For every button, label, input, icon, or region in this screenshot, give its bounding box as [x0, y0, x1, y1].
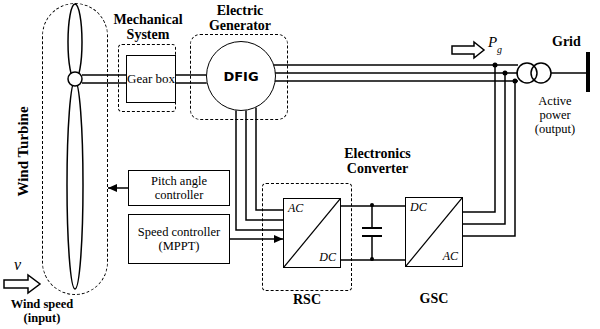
port-label: AC: [288, 202, 303, 215]
box-label: DFIG: [223, 69, 258, 84]
connector-line: [246, 111, 283, 220]
box-label: Speed controller (MPPT): [129, 225, 229, 253]
stator-wire: [274, 64, 518, 66]
port-label: DC: [410, 201, 427, 214]
output-label: Active power (output): [523, 94, 587, 136]
connector: [108, 75, 126, 83]
stator-wire: [274, 80, 518, 82]
junction-dot: [493, 63, 498, 68]
box-label: Gear box: [127, 72, 175, 86]
port-label: AC: [443, 250, 458, 263]
connector-line: [341, 205, 405, 207]
connector-line: [176, 82, 207, 84]
converter-box: AC DC: [283, 198, 341, 268]
signal-name: P: [488, 34, 497, 50]
region-heading: RSC: [263, 292, 351, 308]
junction-dot: [503, 71, 508, 76]
shaft: [82, 74, 108, 76]
capacitor-plate: [362, 227, 382, 229]
turbine-blade: [67, 81, 83, 289]
connector-line: [108, 82, 126, 84]
connector-line: [236, 111, 283, 230]
box-heading: GSC: [396, 291, 472, 307]
box-label: Pitch angle controller: [129, 174, 229, 202]
converter-diagonal: [284, 199, 340, 267]
region-heading: Electric Generator: [194, 3, 286, 33]
connector-line: [256, 108, 283, 210]
connector: [176, 75, 207, 83]
connector-line: [108, 74, 126, 76]
power-arrow: [452, 42, 484, 58]
converter-diagonal: [406, 198, 462, 266]
controller-box: Speed controller (MPPT): [128, 214, 230, 264]
section-heading: Electronics Converter: [330, 146, 425, 176]
generator-circle: DFIG: [206, 41, 276, 111]
connector-line: [341, 259, 405, 261]
connector-line: [176, 74, 206, 76]
region-heading: Wind Turbine: [15, 106, 32, 196]
connector: [108, 188, 128, 189]
connector-line: [108, 187, 128, 189]
grid-label: Grid: [552, 34, 581, 50]
gsc-wire: [463, 81, 515, 236]
gearbox-box: Gear box: [126, 55, 176, 103]
converter-box: DCACGSC: [405, 197, 463, 267]
signal-subscript: g: [497, 44, 502, 55]
stator-wire: [275, 72, 518, 74]
port-label: DC: [319, 251, 336, 264]
shaft: [82, 82, 108, 84]
gsc-wire: [463, 73, 505, 224]
capacitor-lead: [371, 205, 373, 228]
turbine-hub: [68, 72, 82, 86]
connector: [230, 239, 283, 240]
capacitor-lead: [371, 236, 373, 259]
transformer-coil: [531, 63, 551, 83]
junction-dot: [513, 79, 518, 84]
generator-region: Electric GeneratorDFIG: [190, 34, 288, 120]
gsc-wire: [463, 65, 495, 212]
turbine-blade: [68, 4, 82, 80]
connector-line: [230, 238, 283, 240]
controller-box: Pitch angle controller: [128, 170, 230, 206]
grid-wire: [551, 72, 587, 74]
grid-bus: [586, 52, 590, 92]
connector: [236, 108, 283, 230]
wind-arrow: [4, 275, 40, 293]
system-region: Mechanical SystemGear box: [118, 44, 176, 112]
signal-name: v: [14, 256, 21, 273]
region-heading: Mechanical System: [102, 12, 194, 42]
input-label: Wind speed (input): [0, 297, 84, 325]
converter-region: RSCACDC: [262, 183, 352, 291]
turbine-region: Wind Turbine: [42, 3, 108, 295]
connector: [341, 206, 405, 260]
